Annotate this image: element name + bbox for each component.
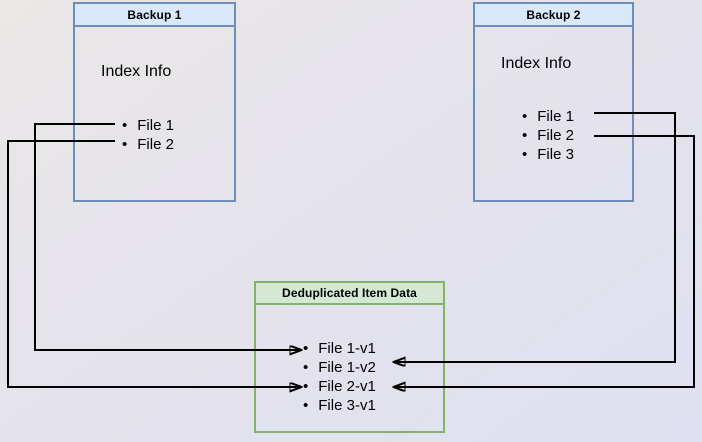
bullet-icon: • [303, 397, 309, 414]
bullet-icon: • [303, 359, 309, 376]
backup2-file-list: • File 1 • File 2 • File 3 [522, 107, 574, 164]
backup1-index-info-label: Index Info [101, 63, 172, 80]
list-item-label: File 1-v1 [318, 340, 376, 357]
dedup-file-list: • File 1-v1 • File 1-v2 • File 2-v1 • File 3-v1 [303, 339, 376, 415]
backup2-index-info-label: Index Info [501, 55, 572, 72]
bullet-icon: • [122, 117, 128, 134]
bullet-icon: • [522, 127, 528, 144]
list-item-label: File 1 [537, 108, 574, 125]
backup2-box: Backup 2 [473, 2, 634, 202]
list-item: • File 1-v1 [303, 339, 376, 358]
list-item-label: File 3-v1 [318, 397, 376, 414]
dedup-title: Deduplicated Item Data [256, 283, 443, 305]
backup1-file-list: • File 1 • File 2 [122, 116, 174, 154]
backup1-box: Backup 1 [73, 2, 236, 202]
list-item-label: File 3 [537, 146, 574, 163]
list-item: • File 1 [122, 116, 174, 135]
list-item-label: File 1 [137, 117, 174, 134]
list-item-label: File 1-v2 [318, 359, 376, 376]
list-item: • File 2-v1 [303, 377, 376, 396]
list-item-label: File 2-v1 [318, 378, 376, 395]
bullet-icon: • [122, 136, 128, 153]
backup1-title: Backup 1 [75, 4, 234, 27]
list-item: • File 3-v1 [303, 396, 376, 415]
bullet-icon: • [522, 146, 528, 163]
list-item: • File 3 [522, 145, 574, 164]
bullet-icon: • [522, 108, 528, 125]
list-item: • File 1 [522, 107, 574, 126]
bullet-icon: • [303, 378, 309, 395]
list-item: • File 1-v2 [303, 358, 376, 377]
list-item: • File 2 [122, 135, 174, 154]
bullet-icon: • [303, 340, 309, 357]
list-item-label: File 2 [537, 127, 574, 144]
backup2-title: Backup 2 [475, 4, 632, 27]
list-item: • File 2 [522, 126, 574, 145]
list-item-label: File 2 [137, 136, 174, 153]
